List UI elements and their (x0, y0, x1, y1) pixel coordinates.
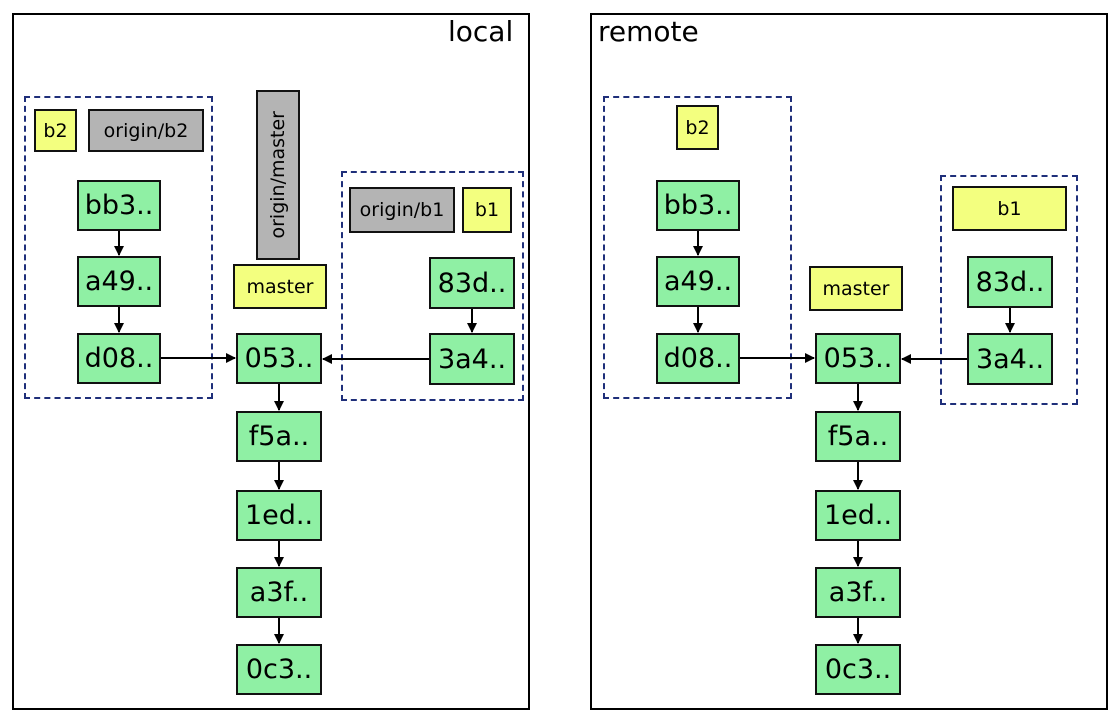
remote-commit-a3f: a3f.. (815, 567, 901, 618)
local-commit-f5a: f5a.. (236, 411, 322, 462)
local-commit-053: 053.. (236, 333, 322, 384)
remote-b1-group (940, 175, 1078, 405)
remote-commit-f5a: f5a.. (815, 411, 901, 462)
local-commit-a3f: a3f.. (236, 567, 322, 618)
local-commit-3a4: 3a4.. (429, 333, 515, 385)
local-master-label: master (233, 264, 327, 309)
remote-b2-label: b2 (676, 105, 719, 150)
local-commit-a49: a49.. (77, 256, 161, 307)
remote-b2-group (603, 96, 792, 399)
remote-master-label: master (809, 266, 903, 311)
local-commit-d08: d08.. (77, 333, 161, 384)
remote-commit-3a4: 3a4.. (967, 333, 1053, 385)
local-commit-0c3: 0c3.. (236, 644, 322, 695)
local-b1-label: b1 (462, 187, 512, 233)
local-title: local (448, 15, 514, 48)
remote-commit-83d: 83d.. (967, 256, 1053, 308)
remote-commit-053: 053.. (815, 333, 901, 384)
local-origin-b2-label: origin/b2 (88, 109, 204, 152)
remote-commit-bb3: bb3.. (656, 180, 740, 231)
local-commit-83d: 83d.. (429, 257, 515, 309)
local-b1-group (341, 171, 524, 401)
remote-commit-0c3: 0c3.. (815, 644, 901, 695)
remote-b1-label: b1 (952, 186, 1067, 231)
local-b2-label: b2 (34, 109, 77, 152)
local-commit-bb3: bb3.. (77, 180, 161, 231)
local-commit-1ed: 1ed.. (236, 490, 322, 541)
remote-title: remote (598, 15, 699, 48)
local-origin-master-label: origin/master (256, 90, 300, 260)
local-b2-group (24, 96, 213, 399)
remote-commit-d08: d08.. (656, 333, 740, 384)
remote-commit-a49: a49.. (656, 256, 740, 307)
local-origin-b1-label: origin/b1 (349, 187, 455, 233)
remote-commit-1ed: 1ed.. (815, 490, 901, 541)
